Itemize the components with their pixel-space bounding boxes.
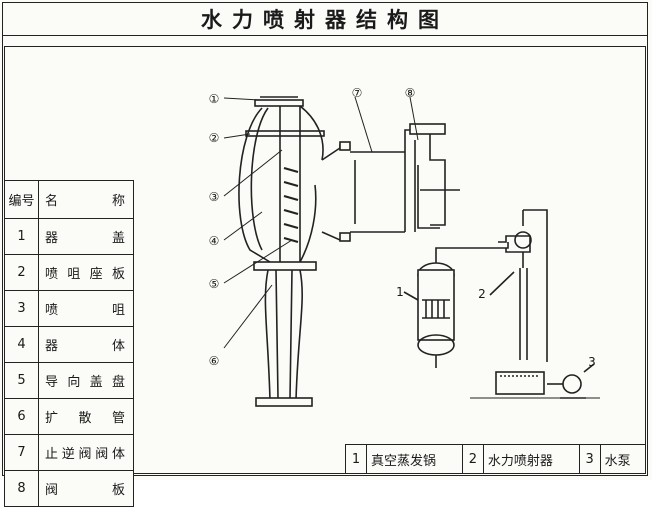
system-labels: 1 2 3 bbox=[396, 285, 596, 369]
name-char: 逆 bbox=[61, 447, 75, 462]
name-char: 器 bbox=[45, 339, 59, 354]
check-valve bbox=[321, 123, 460, 242]
water-pump bbox=[547, 363, 595, 399]
name-char: 称 bbox=[111, 194, 125, 209]
name-char: 扩 bbox=[45, 411, 59, 426]
part-number: 7 bbox=[4, 434, 39, 471]
callout-3: ③ bbox=[209, 190, 220, 204]
water-tank bbox=[470, 371, 600, 399]
name-char: 散 bbox=[78, 411, 92, 426]
part-number: 5 bbox=[4, 362, 39, 399]
name-char: 盖 bbox=[89, 375, 103, 390]
system-label-3: 3 bbox=[588, 355, 596, 369]
name-char: 喷 bbox=[45, 303, 59, 318]
name-char: 阀 bbox=[95, 447, 109, 462]
parts-table-header: 编号 名称 bbox=[4, 180, 134, 219]
system-label-1: 1 bbox=[396, 285, 404, 299]
name-char: 器 bbox=[45, 231, 59, 246]
part-number: 2 bbox=[4, 254, 39, 291]
name-char: 咀 bbox=[67, 267, 81, 282]
name-char: 止 bbox=[45, 447, 59, 462]
part-name-text: 喷咀 bbox=[45, 299, 133, 318]
name-char: 喷 bbox=[45, 267, 59, 282]
header-number: 编号 bbox=[4, 180, 39, 219]
header-name-text: 名称 bbox=[45, 190, 133, 209]
part-number: 8 bbox=[4, 470, 39, 507]
callout-4: ④ bbox=[209, 234, 220, 248]
part-number: 1 bbox=[4, 218, 39, 255]
name-char: 阀 bbox=[78, 447, 92, 462]
name-char: 向 bbox=[67, 375, 81, 390]
name-char: 管 bbox=[111, 411, 125, 426]
callout-5: ⑤ bbox=[209, 277, 220, 291]
part-name-text: 止逆阀阀体 bbox=[45, 443, 133, 462]
legend-number: 1 bbox=[345, 444, 367, 474]
callout-6: ⑥ bbox=[209, 354, 220, 368]
ejector-diagram: ① ② ③ ④ ⑤ ⑥ ⑦ ⑧ 1 2 3 bbox=[209, 86, 600, 407]
name-char: 盖 bbox=[111, 231, 125, 246]
part-name: 喷咀座板 bbox=[38, 254, 134, 291]
legend-label: 水泵 bbox=[599, 444, 647, 474]
name-char: 盘 bbox=[111, 375, 125, 390]
name-char: 体 bbox=[111, 447, 125, 462]
name-char: 导 bbox=[45, 375, 59, 390]
part-name-text: 喷咀座板 bbox=[45, 263, 133, 282]
ejector-body bbox=[238, 96, 325, 407]
part-name: 喷咀 bbox=[38, 290, 134, 327]
callout-7: ⑦ bbox=[352, 86, 363, 100]
legend-label: 水力喷射器 bbox=[482, 444, 580, 474]
callout-labels: ① ② ③ ④ ⑤ ⑥ ⑦ ⑧ bbox=[209, 86, 416, 368]
legend-number: 2 bbox=[461, 444, 484, 474]
name-char: 阀 bbox=[45, 483, 59, 498]
name-char: 座 bbox=[89, 267, 103, 282]
outer-border bbox=[2, 2, 648, 476]
callout-1: ① bbox=[209, 92, 220, 106]
part-name-text: 器盖 bbox=[45, 227, 133, 246]
title-bar: 水力喷射器结构图 bbox=[2, 2, 648, 36]
part-name-text: 器体 bbox=[45, 335, 133, 354]
vacuum-evaporator bbox=[403, 242, 509, 368]
callout-8: ⑧ bbox=[405, 86, 416, 100]
callout-leaders bbox=[223, 96, 419, 349]
mini-ejector bbox=[489, 209, 548, 362]
header-name: 名称 bbox=[38, 180, 134, 219]
part-name: 器体 bbox=[38, 326, 134, 363]
part-name: 导向盖盘 bbox=[38, 362, 134, 399]
part-name: 扩散管 bbox=[38, 398, 134, 435]
name-char: 板 bbox=[111, 267, 125, 282]
part-number: 3 bbox=[4, 290, 39, 327]
system-label-2: 2 bbox=[478, 287, 486, 301]
part-name: 阀板 bbox=[38, 470, 134, 507]
legend-number: 3 bbox=[578, 444, 601, 474]
legend-label: 真空蒸发锅 bbox=[366, 444, 463, 474]
part-name: 止逆阀阀体 bbox=[38, 434, 134, 471]
page-title: 水力喷射器结构图 bbox=[201, 6, 449, 32]
name-char: 咀 bbox=[111, 303, 125, 318]
name-char: 板 bbox=[111, 483, 125, 498]
part-name-text: 导向盖盘 bbox=[45, 371, 133, 390]
part-number: 4 bbox=[4, 326, 39, 363]
part-number: 6 bbox=[4, 398, 39, 435]
part-name-text: 扩散管 bbox=[45, 407, 133, 426]
callout-2: ② bbox=[209, 131, 220, 145]
name-char: 体 bbox=[111, 339, 125, 354]
part-name-text: 阀板 bbox=[45, 479, 133, 498]
name-char: 名 bbox=[45, 194, 59, 209]
part-name: 器盖 bbox=[38, 218, 134, 255]
